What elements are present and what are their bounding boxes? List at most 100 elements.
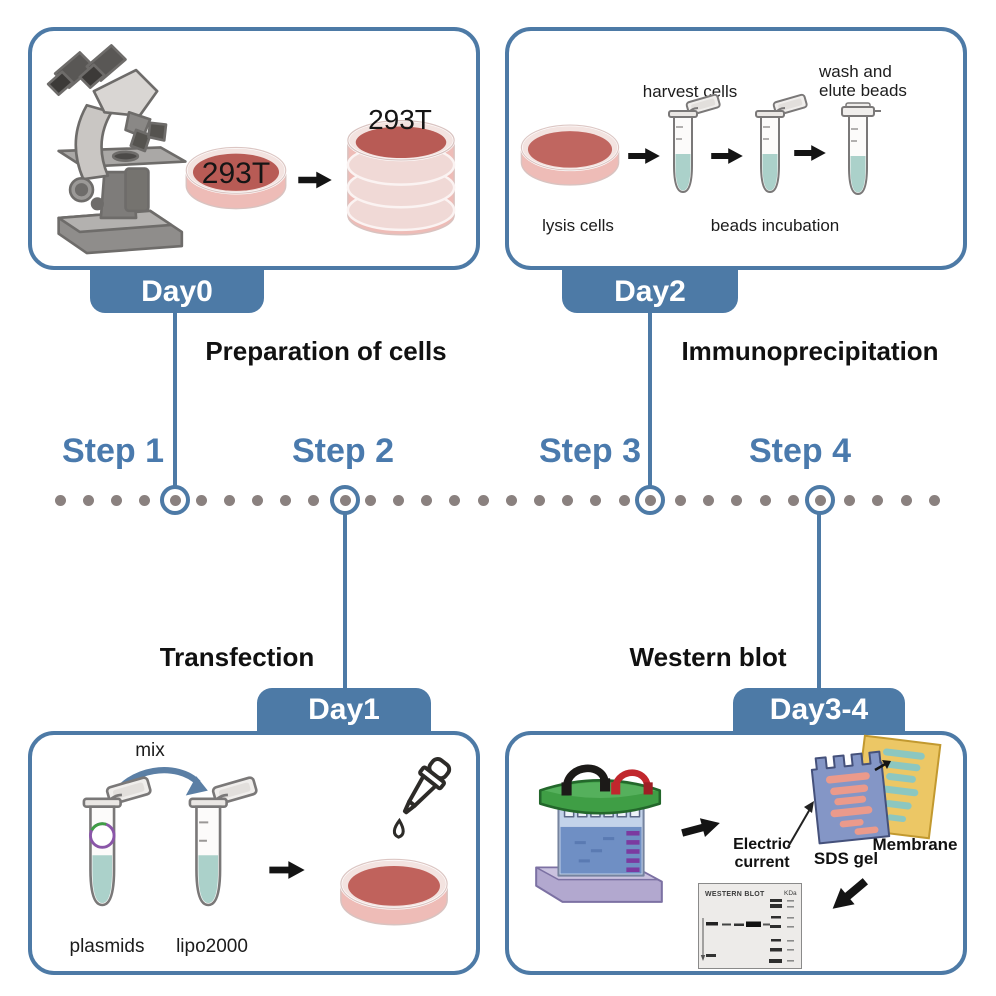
electric-current-label-line1: Electric	[733, 836, 791, 853]
phase-transfection: Transfection	[159, 642, 315, 672]
day2-tab-label: Day2	[614, 274, 686, 308]
timeline-dot	[477, 494, 489, 506]
wash-elute-label-line2: elute beads	[819, 81, 907, 100]
timeline-dot	[787, 494, 799, 506]
connector-day0-step1	[173, 310, 177, 500]
timeline-dot	[900, 494, 912, 506]
phase-western-blot: Western blot	[629, 642, 787, 672]
gel-membrane-icon	[810, 734, 942, 845]
timeline-dot	[110, 494, 122, 506]
step1-label: Step 1	[61, 432, 165, 470]
phase-immunoprecipitation: Immunoprecipitation	[681, 336, 939, 366]
electric-current-label-line2: current	[734, 854, 790, 871]
timeline-dot	[731, 494, 743, 506]
timeline-dot	[449, 494, 461, 506]
day0-tab-label: Day0	[141, 274, 213, 308]
electrophoresis-tank-icon	[535, 764, 663, 903]
timeline-dot	[703, 494, 715, 506]
sds-gel-icon	[810, 750, 891, 845]
step3-marker-dot	[644, 494, 656, 506]
lipo-tube-icon	[188, 776, 258, 907]
step4-marker-dot	[814, 494, 826, 506]
ladder-bands	[626, 830, 640, 873]
microtube-open-icon	[755, 93, 808, 194]
timeline-dot	[844, 494, 856, 506]
lysis-cells-label: lysis cells	[542, 216, 614, 235]
connector-step4-day3-4	[817, 500, 821, 690]
transfection-dish-icon	[339, 858, 449, 926]
blot-title: WESTERN BLOT	[705, 891, 765, 898]
step4-marker	[805, 485, 835, 515]
timeline-dot	[223, 494, 235, 506]
day0-tab: Day0	[90, 270, 264, 313]
timeline-dot	[928, 494, 940, 506]
microtube-closed-icon	[841, 102, 881, 196]
wash-elute-label-line1: wash and	[819, 62, 892, 81]
timeline-dot	[280, 494, 292, 506]
microtube-open-icon	[668, 93, 721, 194]
arrow-right-icon	[298, 171, 332, 189]
step3-label: Step 3	[538, 432, 642, 470]
phase-preparation: Preparation of cells	[205, 336, 447, 366]
timeline-dot	[54, 494, 66, 506]
stack-293t-label: 293T	[368, 104, 432, 135]
timeline-dotted-line	[0, 494, 996, 506]
timeline-dot	[533, 494, 545, 506]
plasmid-tube-icon	[82, 776, 152, 907]
timeline-dot	[392, 494, 404, 506]
connector-step2-day1	[343, 500, 347, 690]
step2-marker-dot	[339, 494, 351, 506]
lysis-dish-icon	[520, 123, 620, 186]
arrow-right-icon	[628, 148, 660, 164]
petri-dish-stack-icon	[346, 119, 456, 236]
western-blot-result-image: WESTERN BLOT KDa	[698, 883, 802, 969]
timeline-dot	[308, 494, 320, 506]
electric-current-arrow-icon	[787, 801, 814, 848]
timeline-dot	[759, 494, 771, 506]
timeline-dot	[505, 494, 517, 506]
plasmids-label: plasmids	[69, 936, 145, 957]
arrow-right-icon	[269, 861, 305, 879]
day1-tab-label: Day1	[308, 692, 380, 726]
droplet-icon	[392, 817, 405, 839]
timeline-dot	[872, 494, 884, 506]
step2-marker	[330, 485, 360, 515]
timeline-dot	[82, 494, 94, 506]
sds-gel-label: SDS gel	[813, 849, 879, 868]
timeline-dot	[251, 494, 263, 506]
dish-293t-label: 293T	[201, 157, 271, 190]
timeline-dot	[195, 494, 207, 506]
day3-4-tab: Day3-4	[733, 688, 905, 731]
timeline-dot	[139, 494, 151, 506]
timeline-dot	[562, 494, 574, 506]
microscope-icon	[46, 44, 187, 255]
lipo2000-label: lipo2000	[176, 936, 248, 957]
beads-incubation-label: beads incubation	[710, 216, 840, 235]
day1-tab: Day1	[257, 688, 431, 731]
petri-dish-icon	[185, 146, 287, 210]
sample-lane-bands	[706, 921, 770, 957]
blot-marker-unit: KDa	[784, 890, 797, 897]
arrow-right-icon	[794, 145, 826, 161]
timeline-dot	[618, 494, 630, 506]
arrow-down-left-icon	[832, 878, 869, 909]
day3-4-tab-label: Day3-4	[769, 692, 869, 726]
timeline-dot	[674, 494, 686, 506]
dropper-icon	[392, 757, 452, 839]
black-cable-icon	[562, 764, 609, 788]
step2-label: Step 2	[291, 432, 395, 470]
step1-marker	[160, 485, 190, 515]
arrow-right-icon	[681, 818, 720, 838]
day2-tab: Day2	[562, 270, 738, 313]
mix-label: mix	[135, 740, 165, 761]
timeline-dot	[364, 494, 376, 506]
arrow-right-icon	[711, 148, 743, 164]
step3-marker	[635, 485, 665, 515]
marker-size-marks	[787, 900, 794, 962]
connector-day2-step3	[648, 310, 652, 500]
step4-label: Step 4	[748, 432, 852, 470]
timeline-dot	[590, 494, 602, 506]
marker-lane-bands	[769, 899, 782, 963]
step1-marker-dot	[169, 494, 181, 506]
